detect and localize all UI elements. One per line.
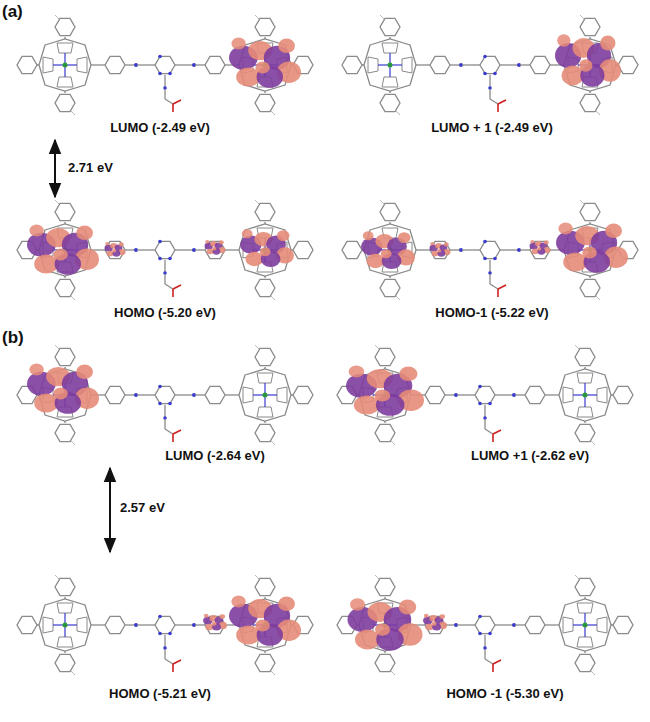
orbital-label: LUMO (-2.64 eV)	[165, 448, 265, 464]
panel-letter: (b)	[2, 328, 24, 348]
panel-letter: (a)	[2, 2, 23, 22]
orbital-label: HOMO -1 (-5.30 eV)	[446, 686, 563, 702]
orbital-label: 2.57 eV	[120, 500, 165, 516]
orbital-label: LUMO +1 (-2.62 eV)	[471, 448, 589, 464]
orbital-label: LUMO + 1 (-2.49 eV)	[431, 120, 553, 136]
orbital-label: HOMO-1 (-5.22 eV)	[435, 305, 548, 321]
orbital-label: HOMO (-5.20 eV)	[114, 305, 216, 321]
orbital-label: 2.71 eV	[68, 160, 113, 176]
orbital-label: HOMO (-5.21 eV)	[109, 686, 211, 702]
orbital-label: LUMO (-2.49 eV)	[110, 120, 210, 136]
